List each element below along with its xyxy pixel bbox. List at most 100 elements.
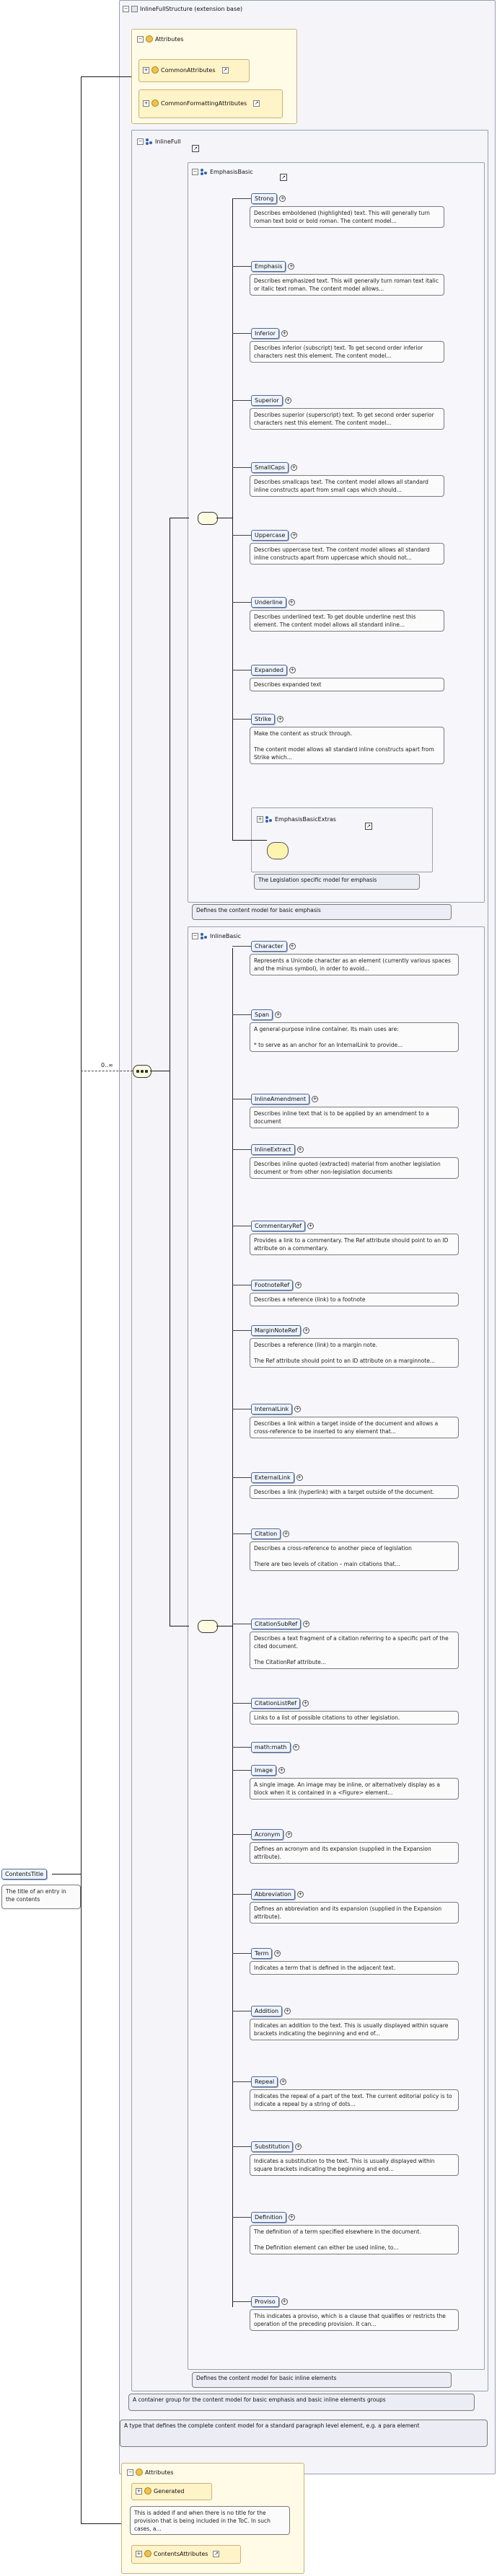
emphasis-basic-link-icon[interactable]: ↗	[280, 174, 287, 181]
element-commentaryref[interactable]: CommentaryRef	[251, 1221, 306, 1231]
expand-icon[interactable]: +	[284, 2008, 291, 2014]
common-formatting-label: CommonFormattingAttributes	[161, 99, 247, 107]
expand-icon[interactable]: +	[294, 1406, 302, 1412]
element-doc: Describes a link within a target inside …	[250, 1417, 459, 1438]
element-doc: The definition of a term specified elsew…	[250, 2225, 459, 2254]
contents-title-doc: The title of an entry in the contents	[1, 1885, 81, 1909]
element-superior[interactable]: Superior	[251, 395, 283, 406]
element-uppercase[interactable]: Uppercase	[251, 530, 289, 541]
expand-icon[interactable]: +	[136, 2550, 142, 2557]
inline-full-link-icon[interactable]: ↗	[192, 145, 199, 152]
common-attributes-label: CommonAttributes	[161, 66, 216, 74]
expand-icon[interactable]: +	[303, 1327, 310, 1334]
element-label: Inferior	[255, 330, 276, 337]
expand-icon[interactable]: +	[295, 1282, 302, 1288]
element-doc: Provides a link to a commentary. The Ref…	[250, 1234, 459, 1255]
element-citation[interactable]: Citation	[251, 1528, 281, 1539]
element-definition[interactable]: Definition	[251, 2212, 286, 2223]
element-doc: Indicates a term that is defined in the …	[250, 1961, 459, 1975]
element-citationlistref[interactable]: CitationListRef	[251, 1698, 301, 1709]
expand-icon[interactable]: +	[296, 1146, 304, 1153]
element-term[interactable]: Term	[251, 1948, 273, 1959]
element-math-math[interactable]: math:math	[251, 1742, 291, 1753]
expand-icon[interactable]: +	[278, 1767, 286, 1774]
element-connector	[232, 2217, 251, 2218]
element-smallcaps[interactable]: SmallCaps	[251, 462, 289, 473]
collapse-icon[interactable]: −	[137, 35, 144, 43]
expand-icon[interactable]: +	[277, 716, 283, 722]
collapse-icon[interactable]: −	[137, 138, 144, 145]
element-substitution[interactable]: Substitution	[251, 2141, 294, 2152]
element-underline[interactable]: Underline	[251, 597, 286, 608]
element-emphasis[interactable]: Emphasis	[251, 261, 286, 272]
element-character[interactable]: Character	[251, 941, 287, 952]
expand-icon[interactable]: +	[280, 2079, 287, 2085]
collapse-icon[interactable]: −	[192, 168, 198, 175]
element-footnoteref[interactable]: FootnoteRef	[251, 1280, 294, 1291]
element-abbreviation[interactable]: Abbreviation	[251, 1889, 295, 1900]
expand-icon[interactable]: +	[288, 599, 295, 606]
element-label: Proviso	[255, 2298, 276, 2305]
inline-full-sequence-node	[133, 1065, 151, 1078]
expand-icon[interactable]: +	[303, 1621, 310, 1627]
element-strike[interactable]: Strike	[251, 714, 275, 725]
element-connector	[232, 1834, 251, 1835]
expand-icon[interactable]: +	[143, 66, 149, 74]
expand-icon[interactable]: +	[288, 263, 295, 270]
element-image[interactable]: Image	[251, 1765, 277, 1776]
expand-icon[interactable]: +	[312, 1096, 319, 1102]
expand-icon[interactable]: +	[283, 1531, 290, 1537]
element-acronym[interactable]: Acronym	[251, 1829, 284, 1840]
common-attributes-row: + CommonAttributes ↗	[143, 66, 229, 74]
element-citationsubref[interactable]: CitationSubRef	[251, 1619, 302, 1629]
expand-icon[interactable]: +	[291, 532, 298, 539]
element-internallink[interactable]: InternalLink	[251, 1404, 293, 1415]
expand-icon[interactable]: +	[289, 943, 296, 950]
element-addition[interactable]: Addition	[251, 2006, 283, 2017]
element-inlineamendment[interactable]: InlineAmendment	[251, 1094, 310, 1105]
expand-icon[interactable]: +	[290, 464, 297, 471]
emphasis-extras-link-icon[interactable]: ↗	[365, 823, 372, 830]
collapse-icon[interactable]: −	[123, 5, 129, 12]
expand-icon[interactable]: +	[279, 195, 286, 202]
expand-icon[interactable]: +	[274, 1950, 281, 1957]
expand-icon[interactable]: +	[275, 1012, 282, 1018]
contents-title-element[interactable]: ContentsTitle	[1, 1869, 48, 1880]
link-icon[interactable]: ↗	[213, 2550, 220, 2557]
expand-icon[interactable]: +	[281, 2298, 288, 2305]
element-externallink[interactable]: ExternalLink	[251, 1472, 294, 1483]
expand-icon[interactable]: +	[288, 2214, 295, 2221]
element-repeal[interactable]: Repeal	[251, 2076, 278, 2087]
element-expanded[interactable]: Expanded	[251, 665, 287, 676]
expand-icon[interactable]: +	[281, 330, 288, 337]
collapse-icon[interactable]: −	[127, 2469, 133, 2476]
expand-icon[interactable]: +	[143, 99, 149, 107]
element-inferior[interactable]: Inferior	[251, 328, 279, 339]
expand-icon[interactable]: +	[296, 1474, 303, 1481]
generated-label: Generated	[154, 2487, 185, 2495]
element-span[interactable]: Span	[251, 1009, 273, 1020]
expand-icon[interactable]: +	[292, 1744, 299, 1750]
collapse-icon[interactable]: −	[192, 932, 198, 939]
expand-icon[interactable]: +	[296, 1891, 304, 1898]
expand-icon[interactable]: +	[289, 667, 296, 673]
expand-icon[interactable]: +	[286, 1831, 293, 1838]
element-proviso[interactable]: Proviso	[251, 2296, 279, 2307]
expand-icon[interactable]: +	[136, 2487, 142, 2495]
expand-icon[interactable]: +	[307, 1223, 315, 1229]
element-strong[interactable]: Strong	[251, 193, 278, 204]
group-icon	[201, 932, 208, 939]
expand-icon[interactable]: +	[302, 1700, 309, 1707]
element-label: CommentaryRef	[255, 1223, 302, 1229]
emphasis-basic-header: − EmphasisBasic	[192, 167, 253, 176]
element-doc: Make the content as struck through. The …	[250, 727, 444, 764]
expand-icon[interactable]: +	[284, 397, 291, 404]
expand-icon[interactable]: +	[257, 815, 263, 823]
element-label: Substitution	[255, 2143, 290, 2150]
element-marginnoteref[interactable]: MarginNoteRef	[251, 1325, 302, 1336]
expand-icon[interactable]: +	[295, 2143, 302, 2150]
link-icon[interactable]: ↗	[253, 99, 260, 107]
link-icon[interactable]: ↗	[221, 66, 229, 74]
element-inlineextract[interactable]: InlineExtract	[251, 1144, 295, 1155]
element-connector	[232, 1149, 251, 1150]
